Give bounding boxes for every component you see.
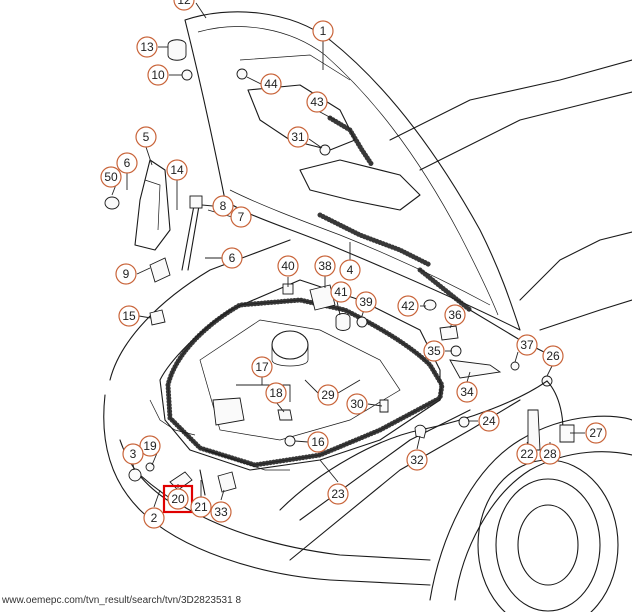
callout-14[interactable]: 14: [166, 159, 188, 181]
highlight-box: [162, 484, 194, 514]
callout-34[interactable]: 34: [456, 381, 478, 403]
callout-24[interactable]: 24: [478, 410, 500, 432]
callout-6-bottom[interactable]: 6: [221, 247, 243, 269]
svg-text:16: 16: [311, 435, 325, 449]
svg-text:32: 32: [410, 453, 424, 467]
callout-20[interactable]: 20: [167, 488, 189, 510]
callout-12[interactable]: 12: [173, 0, 195, 11]
svg-text:42: 42: [401, 299, 415, 313]
callout-19[interactable]: 19: [139, 435, 161, 457]
callout-8[interactable]: 8: [212, 195, 234, 217]
callout-1[interactable]: 1: [312, 20, 334, 42]
callout-33[interactable]: 33: [210, 501, 232, 523]
svg-text:14: 14: [170, 163, 184, 177]
callout-39[interactable]: 39: [355, 291, 377, 313]
svg-text:41: 41: [334, 285, 348, 299]
svg-text:5: 5: [143, 130, 150, 144]
callout-6-top[interactable]: 6: [116, 152, 138, 174]
callout-37[interactable]: 37: [516, 334, 538, 356]
svg-text:4: 4: [347, 263, 354, 277]
callout-4[interactable]: 4: [339, 259, 361, 281]
callout-36[interactable]: 36: [444, 304, 466, 326]
svg-text:50: 50: [104, 170, 118, 184]
svg-text:37: 37: [520, 338, 534, 352]
callout-3[interactable]: 3: [122, 443, 144, 465]
svg-text:33: 33: [214, 505, 228, 519]
callout-27[interactable]: 27: [585, 422, 607, 444]
leader-lines: [111, 2, 585, 508]
callout-7[interactable]: 7: [230, 206, 252, 228]
svg-text:38: 38: [318, 259, 332, 273]
svg-text:44: 44: [264, 77, 278, 91]
callout-50[interactable]: 50: [100, 166, 122, 188]
svg-text:9: 9: [123, 267, 130, 281]
svg-text:1: 1: [320, 24, 327, 38]
callout-28[interactable]: 28: [539, 443, 561, 465]
callout-2[interactable]: 2: [143, 507, 165, 529]
callout-16[interactable]: 16: [307, 431, 329, 453]
svg-text:24: 24: [482, 414, 496, 428]
svg-text:23: 23: [331, 487, 345, 501]
svg-text:10: 10: [151, 68, 165, 82]
callout-31[interactable]: 31: [287, 126, 309, 148]
callout-15[interactable]: 15: [118, 305, 140, 327]
svg-text:30: 30: [350, 397, 364, 411]
callout-43[interactable]: 43: [306, 91, 328, 113]
svg-text:31: 31: [291, 130, 305, 144]
callout-labels: 12 13 10 1 44 43 31 5 6 50 14 8 7 9 6 4 …: [100, 0, 607, 529]
callout-42[interactable]: 42: [397, 295, 419, 317]
svg-text:6: 6: [229, 251, 236, 265]
callout-21[interactable]: 21: [190, 496, 212, 518]
callout-13[interactable]: 13: [136, 36, 158, 58]
svg-text:43: 43: [310, 95, 324, 109]
svg-text:39: 39: [359, 295, 373, 309]
callout-41[interactable]: 41: [330, 281, 352, 303]
svg-text:26: 26: [546, 349, 560, 363]
svg-text:19: 19: [143, 439, 157, 453]
svg-text:34: 34: [460, 385, 474, 399]
callout-30[interactable]: 30: [346, 393, 368, 415]
callout-38[interactable]: 38: [314, 255, 336, 277]
callout-22[interactable]: 22: [516, 443, 538, 465]
svg-text:40: 40: [281, 259, 295, 273]
svg-text:18: 18: [269, 386, 283, 400]
svg-text:28: 28: [543, 447, 557, 461]
callout-40[interactable]: 40: [277, 255, 299, 277]
svg-text:17: 17: [255, 360, 269, 374]
callout-9[interactable]: 9: [115, 263, 137, 285]
callout-26[interactable]: 26: [542, 345, 564, 367]
svg-text:12: 12: [177, 0, 191, 7]
car-body-drawing: [103, 11, 632, 612]
svg-text:35: 35: [427, 344, 441, 358]
svg-text:22: 22: [520, 447, 534, 461]
callout-32[interactable]: 32: [406, 449, 428, 471]
footer-url-text: www.oemepc.com/tvn_result/search/tvn/3D2…: [2, 595, 242, 606]
svg-text:21: 21: [194, 500, 208, 514]
svg-text:27: 27: [589, 426, 603, 440]
svg-text:36: 36: [448, 308, 462, 322]
callout-29[interactable]: 29: [317, 384, 339, 406]
svg-text:6: 6: [124, 156, 131, 170]
svg-text:7: 7: [238, 210, 245, 224]
svg-text:20: 20: [171, 492, 185, 506]
callout-10[interactable]: 10: [147, 64, 169, 86]
callout-44[interactable]: 44: [260, 73, 282, 95]
svg-text:13: 13: [140, 40, 154, 54]
svg-text:15: 15: [122, 309, 136, 323]
svg-text:8: 8: [220, 199, 227, 213]
callout-23[interactable]: 23: [327, 483, 349, 505]
callout-5[interactable]: 5: [135, 126, 157, 148]
svg-text:3: 3: [130, 447, 137, 461]
svg-text:29: 29: [321, 388, 335, 402]
callout-18[interactable]: 18: [265, 382, 287, 404]
svg-text:2: 2: [151, 511, 158, 525]
callout-17[interactable]: 17: [251, 356, 273, 378]
callout-35[interactable]: 35: [423, 340, 445, 362]
